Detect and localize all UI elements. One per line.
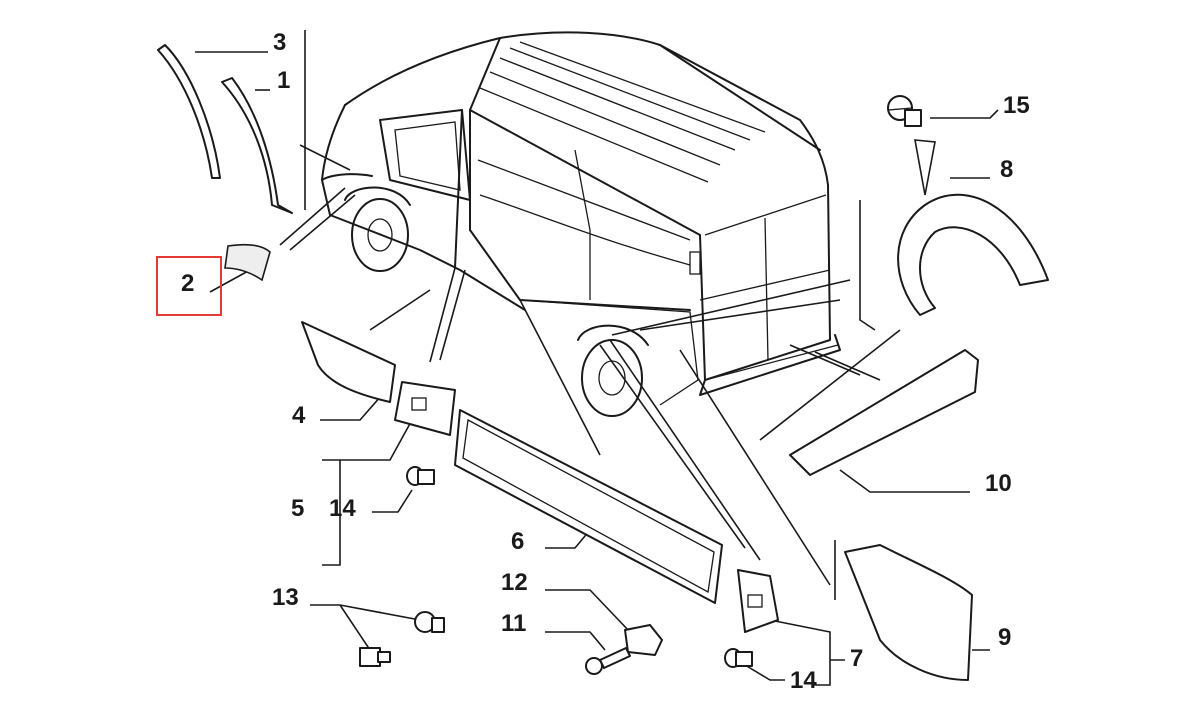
part-14-clip-b [724,648,753,668]
part-10-sill-strip [789,349,979,476]
callout-3: 3 [273,29,287,56]
part-4-door-moulding [301,321,396,403]
part-7-rear-panel [737,569,779,633]
part-2-arch-extension [224,243,271,282]
callout-12: 12 [501,569,528,596]
callout-14: 14 [329,495,356,522]
part-14-clip-a [406,466,435,486]
part-9-corner-cap [844,544,973,681]
part-12-bracket [624,624,663,656]
part-15-clip [887,95,922,127]
callout-7: 7 [850,645,864,672]
van-illustration [321,31,841,417]
callout-1: 1 [277,67,291,94]
part-1-inner-arch [221,77,293,214]
leader-lines [195,30,999,686]
callout-14-b: 14 [790,667,817,694]
callout-11: 11 [501,610,527,637]
callout-15: 15 [1003,92,1030,119]
callout-8: 8 [1000,156,1014,183]
callout-4: 4 [292,402,306,429]
part-8-rear-arch-flare [897,193,1049,316]
part-5-side-panel [394,381,456,436]
callout-9: 9 [998,624,1012,651]
callout-10: 10 [985,470,1012,497]
callout-6: 6 [511,528,525,555]
callout-2: 2 [181,270,195,297]
callout-5: 5 [291,495,305,522]
part-11-screw [585,647,631,675]
part-13-fasteners [359,611,445,667]
part-6-side-moulding [454,409,723,604]
callout-13: 13 [272,584,299,611]
callout-2-highlight [156,256,222,316]
part-3-arch-trim [157,44,221,179]
